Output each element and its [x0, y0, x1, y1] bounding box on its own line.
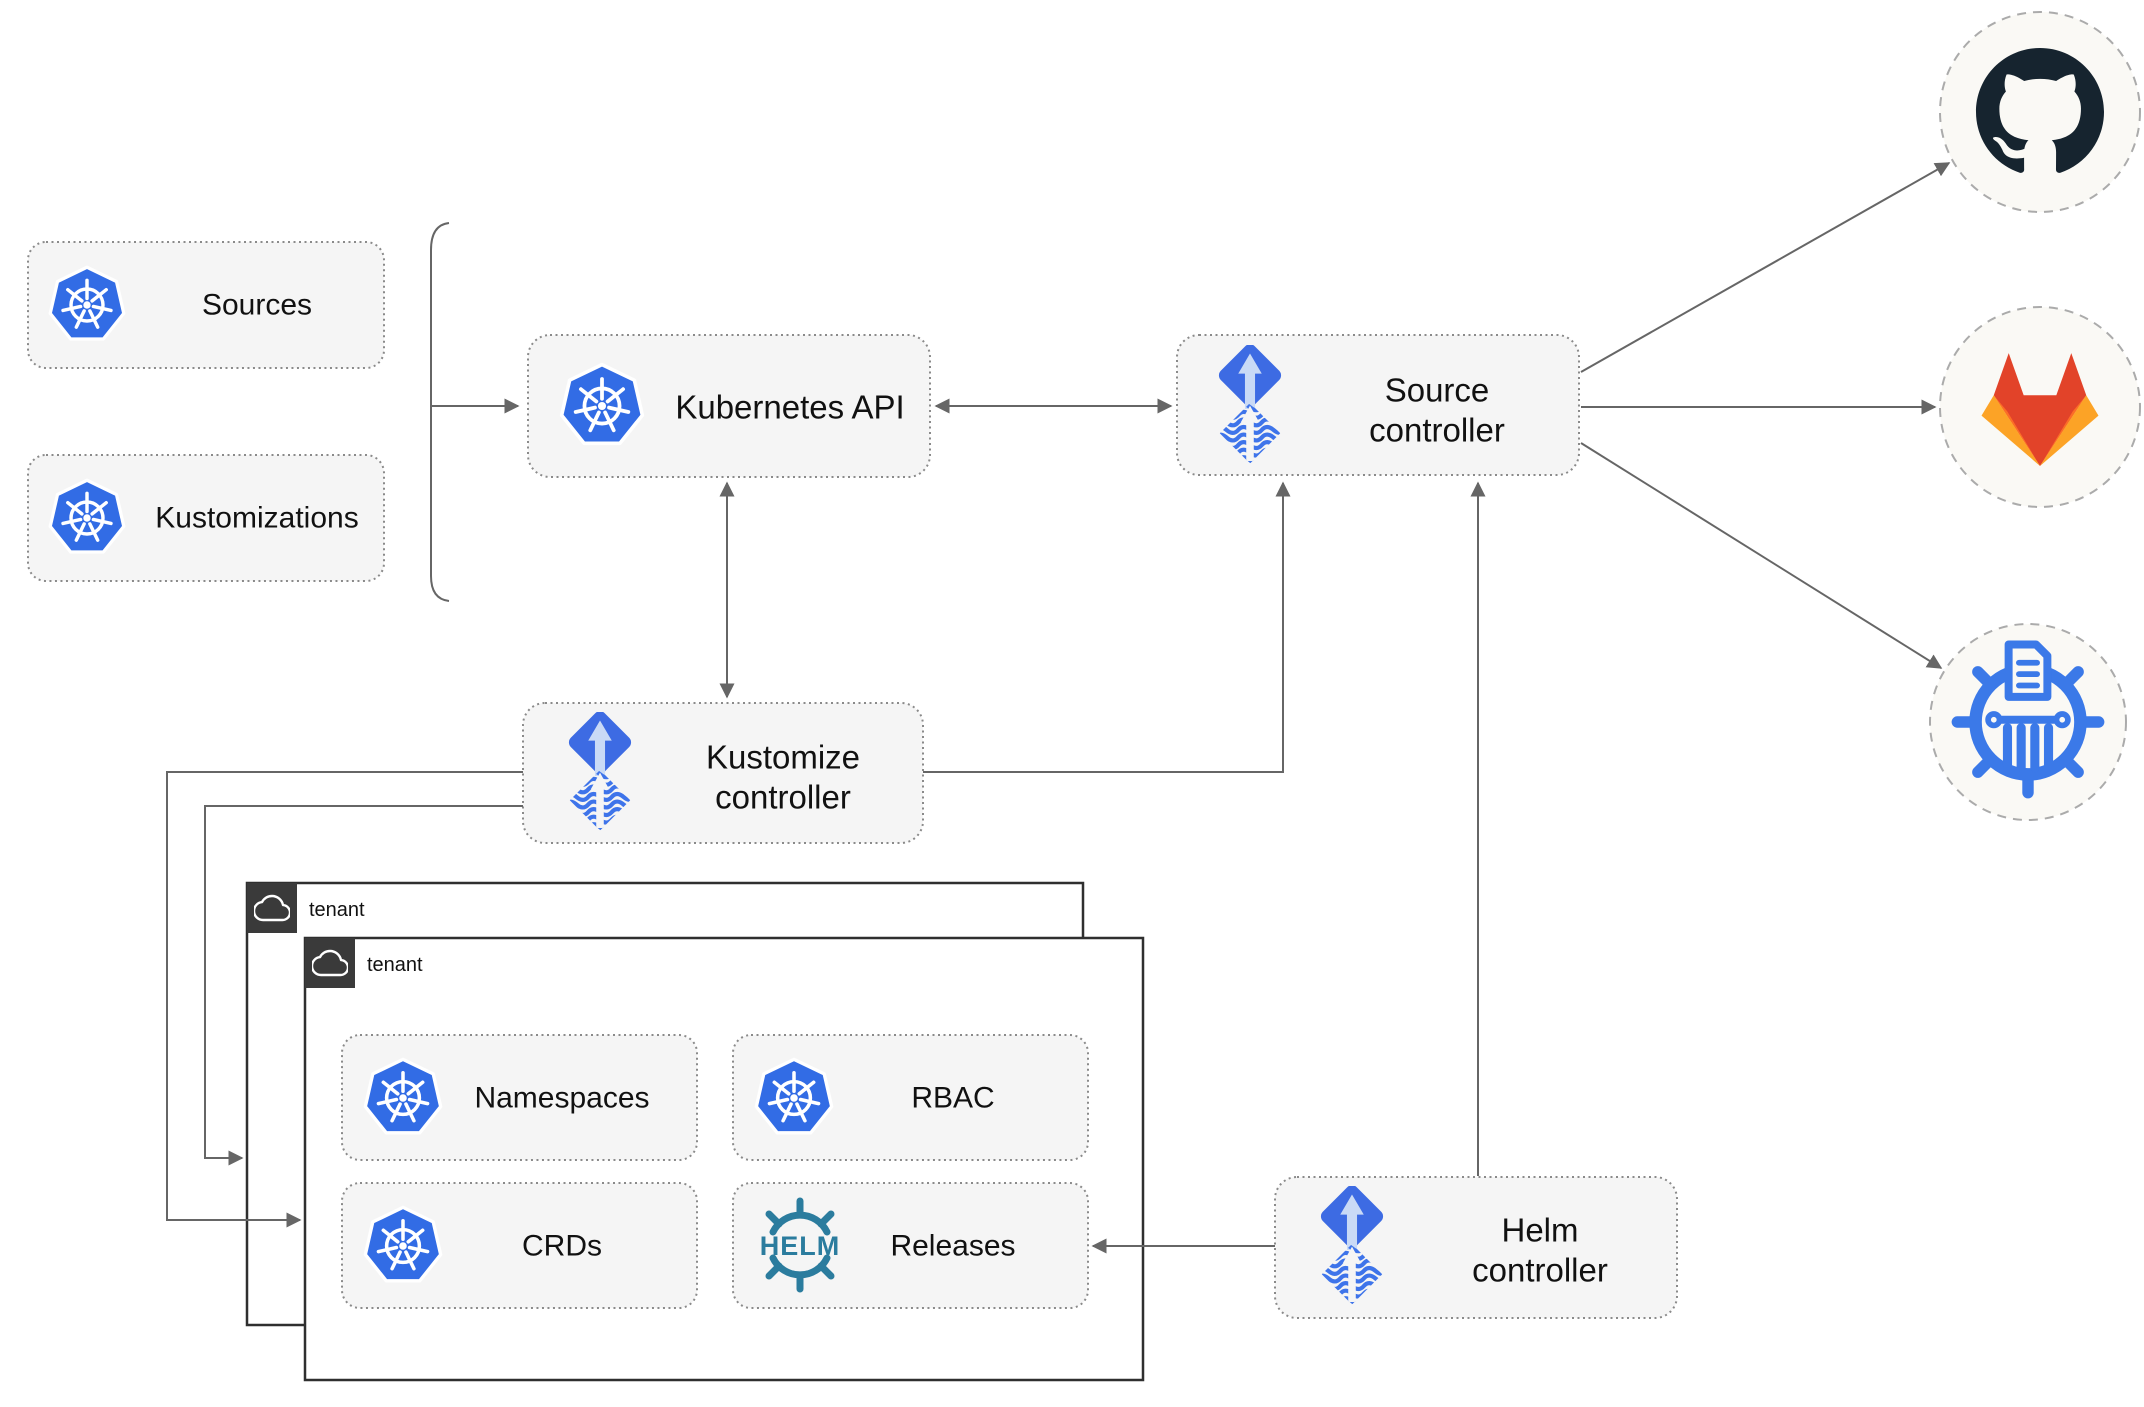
node-label: Helm [1501, 1212, 1578, 1249]
gitlab-icon [1981, 353, 2099, 466]
edge-source-controller-to-github [1580, 162, 1951, 373]
helm-icon: HELM [760, 1197, 841, 1293]
external-chart-repository [1929, 623, 2127, 821]
tenant-label: tenant [367, 954, 423, 976]
node-sources: Sources [27, 241, 385, 369]
brace-connector [430, 222, 450, 602]
external-github [1939, 11, 2141, 213]
github-icon [1976, 48, 2104, 173]
edge-kustomize-controller-to-source-controller [923, 481, 1291, 773]
node-kustomizations: Kustomizations [27, 454, 385, 582]
node-label: RBAC [911, 1082, 994, 1115]
node-label: controller [1472, 1252, 1608, 1289]
node-kubernetes-api: Kubernetes API [527, 334, 931, 478]
museum-pillars-glyph [1985, 711, 2071, 773]
node-label: Sources [202, 289, 312, 322]
kubernetes-icon [559, 362, 645, 446]
kubernetes-icon [363, 1057, 443, 1135]
node-helm-controller: Helm controller [1274, 1176, 1678, 1319]
node-label: CRDs [522, 1230, 602, 1263]
kubernetes-icon [754, 1057, 834, 1135]
node-label: Namespaces [474, 1082, 649, 1115]
node-label: Kustomize [706, 739, 860, 776]
helm-wordmark: HELM [760, 1231, 841, 1261]
node-kustomize-controller: Kustomize controller [522, 702, 924, 844]
external-gitlab [1939, 306, 2141, 508]
node-rbac: RBAC [732, 1034, 1089, 1161]
node-label: Kubernetes API [675, 389, 904, 426]
edge-kustomize-controller-to-outer-tenant [204, 805, 523, 1166]
node-namespaces: Namespaces [341, 1034, 698, 1161]
node-source-controller: Source controller [1176, 334, 1580, 476]
kubernetes-icon [48, 478, 126, 554]
helm-chart-museum-icon [1951, 640, 2105, 799]
edges [166, 162, 1951, 1254]
node-label: Source [1385, 372, 1490, 409]
kubernetes-icon [363, 1205, 443, 1283]
kubernetes-icon [48, 265, 126, 341]
node-releases: HELM Releases [732, 1182, 1089, 1309]
tenant-label: tenant [309, 899, 365, 921]
edge-source-controller-to-chart-repository [1580, 442, 1943, 669]
node-label: Releases [890, 1230, 1015, 1263]
node-label: controller [715, 779, 851, 816]
node-label: controller [1369, 412, 1505, 449]
document-glyph [2004, 640, 2052, 701]
edge-kustomize-controller-to-inner-tenant [166, 771, 523, 1228]
node-crds: CRDs [341, 1182, 698, 1309]
node-label: Kustomizations [155, 502, 358, 535]
